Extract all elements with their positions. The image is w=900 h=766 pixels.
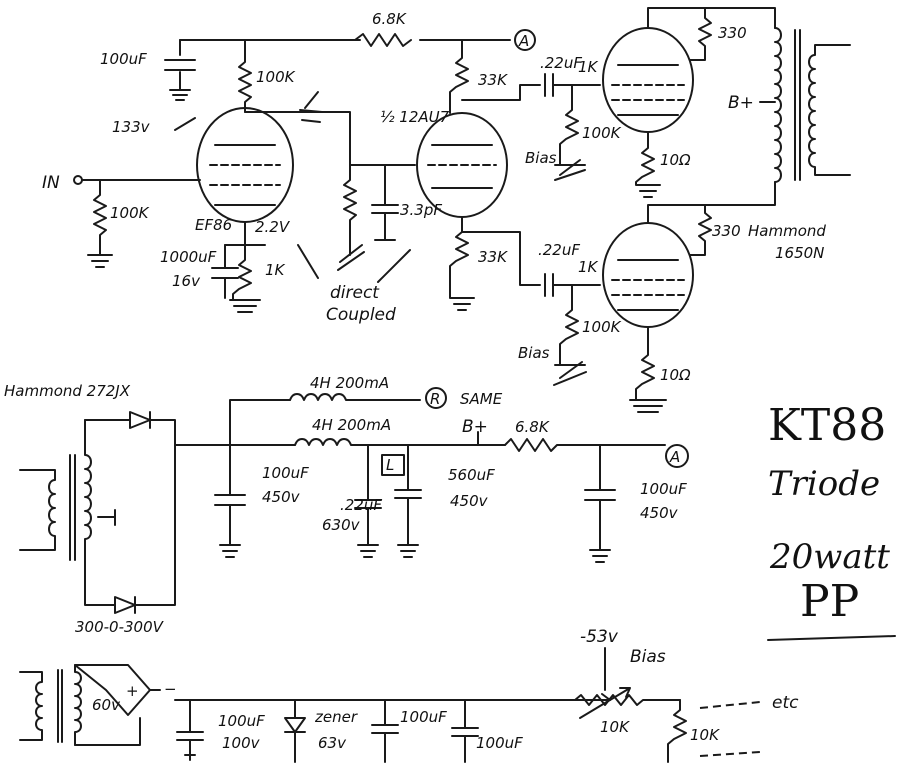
r-10-bot-label: 10Ω: [660, 366, 691, 384]
bridge-minus: −: [164, 680, 177, 698]
choke-r-label: 4H 200mA: [310, 374, 389, 392]
r-10-top-label: 10Ω: [660, 151, 691, 169]
bias-volts-label: 60v: [92, 696, 121, 714]
bias-2-label: Bias: [518, 344, 550, 362]
title-line1: KT88: [768, 400, 886, 451]
power-supply-section: Hammond 272JX 300-0-300V 4H 200mA R SAME…: [4, 374, 689, 636]
etc-label: etc: [772, 693, 799, 713]
bplus-psu-label: B+: [462, 417, 488, 437]
ef86-tube: [196, 107, 294, 223]
12au7-tube: [416, 112, 508, 218]
psu-secondary-label: 300-0-300V: [75, 618, 165, 636]
bias-cap1-label: 100uF: [218, 712, 265, 730]
cap-16v-label: 16v: [172, 272, 201, 290]
title-line2: Triode: [768, 464, 880, 504]
r-1k-bot-label: 1K: [578, 258, 599, 276]
r-1k-cath-label: 1K: [265, 261, 286, 279]
zener-v-label: 63v: [318, 734, 347, 752]
cap-100uf-label: 100uF: [100, 50, 147, 68]
12au7-label: ½ 12AU7: [380, 108, 450, 126]
title-note: KT88 Triode 20watt PP: [767, 400, 896, 641]
cap-22-top-label: .22uF: [540, 54, 582, 72]
note-coupled: Coupled: [326, 305, 396, 325]
r-100k-b2-label: 100K: [582, 318, 622, 336]
pot-label: 10K: [600, 718, 630, 736]
bias-cap1-v-label: 100v: [222, 734, 261, 752]
cap1-v-label: 450v: [262, 488, 301, 506]
cap-33pf-label: 3.3pF: [400, 201, 442, 219]
bplus-upper-label: B+: [728, 93, 754, 113]
r-33k-top-label: 33K: [478, 71, 508, 89]
same-label: SAME: [460, 390, 503, 408]
cap1-label: 100uF: [262, 464, 309, 482]
cap4-v-label: 450v: [640, 504, 679, 522]
transformer-label: Hammond: [748, 222, 826, 240]
cap-1000uf-label: 1000uF: [160, 248, 217, 266]
amplifier-section: EF86 6.8K A 100uF 100K 133v IN 100K 1K 2…: [42, 7, 851, 413]
bias-1-label: Bias: [525, 149, 557, 167]
r-100k-plate-label: 100K: [256, 68, 296, 86]
cap3-label: 560uF: [448, 466, 495, 484]
note-direct: direct: [330, 283, 380, 303]
r-68k-label: 6.8K: [515, 418, 550, 436]
r-33k-bot-label: 33K: [478, 248, 508, 266]
bias-v-label: -53v: [580, 627, 619, 647]
node-a-upper-label: A: [518, 32, 529, 50]
cap4-label: 100uF: [640, 480, 687, 498]
title-line3: 20watt: [769, 537, 890, 577]
cap3-v-label: 450v: [450, 492, 489, 510]
cap2-v-label: 630v: [322, 516, 361, 534]
bridge-mark: +: [126, 682, 139, 700]
v-cathode-label: 2.2V: [255, 218, 291, 236]
node-a-upper: [514, 29, 536, 51]
input-label: IN: [42, 173, 60, 193]
bias-supply-section: 60v + − 100uF 100v zener 63v 100uF 100uF…: [19, 627, 799, 763]
r-330-top-label: 330: [718, 24, 747, 42]
choke-l-label: 4H 200mA: [312, 416, 391, 434]
r-100k-grid-label: 100K: [110, 204, 150, 222]
cap-22-bot-label: .22uF: [538, 241, 580, 259]
node-r-label: R: [430, 390, 440, 408]
bias-r-label: 10K: [690, 726, 720, 744]
psu-transformer-label: Hammond 272JX: [4, 382, 131, 400]
transformer-model-label: 1650N: [775, 244, 824, 262]
bias-cap3-label: 100uF: [476, 734, 523, 752]
ef86-label: EF86: [195, 216, 232, 234]
node-l-label: L: [386, 456, 394, 474]
kt88-top-tube: [602, 27, 694, 133]
bias-label: Bias: [630, 647, 666, 667]
kt88-bottom-tube: [602, 222, 694, 328]
zener-label: zener: [314, 708, 358, 726]
cap2-label: .22uF: [340, 496, 382, 514]
r-100k-b1-label: 100K: [582, 124, 622, 142]
node-a-psu-label: A: [669, 448, 680, 466]
r-top-label: 6.8K: [372, 10, 407, 28]
title-line4: PP: [800, 576, 859, 627]
r-330-bot-label: 330: [712, 222, 741, 240]
bias-cap2-label: 100uF: [400, 708, 447, 726]
r-1k-top-label: 1K: [578, 58, 599, 76]
v133-label: 133v: [112, 118, 151, 136]
